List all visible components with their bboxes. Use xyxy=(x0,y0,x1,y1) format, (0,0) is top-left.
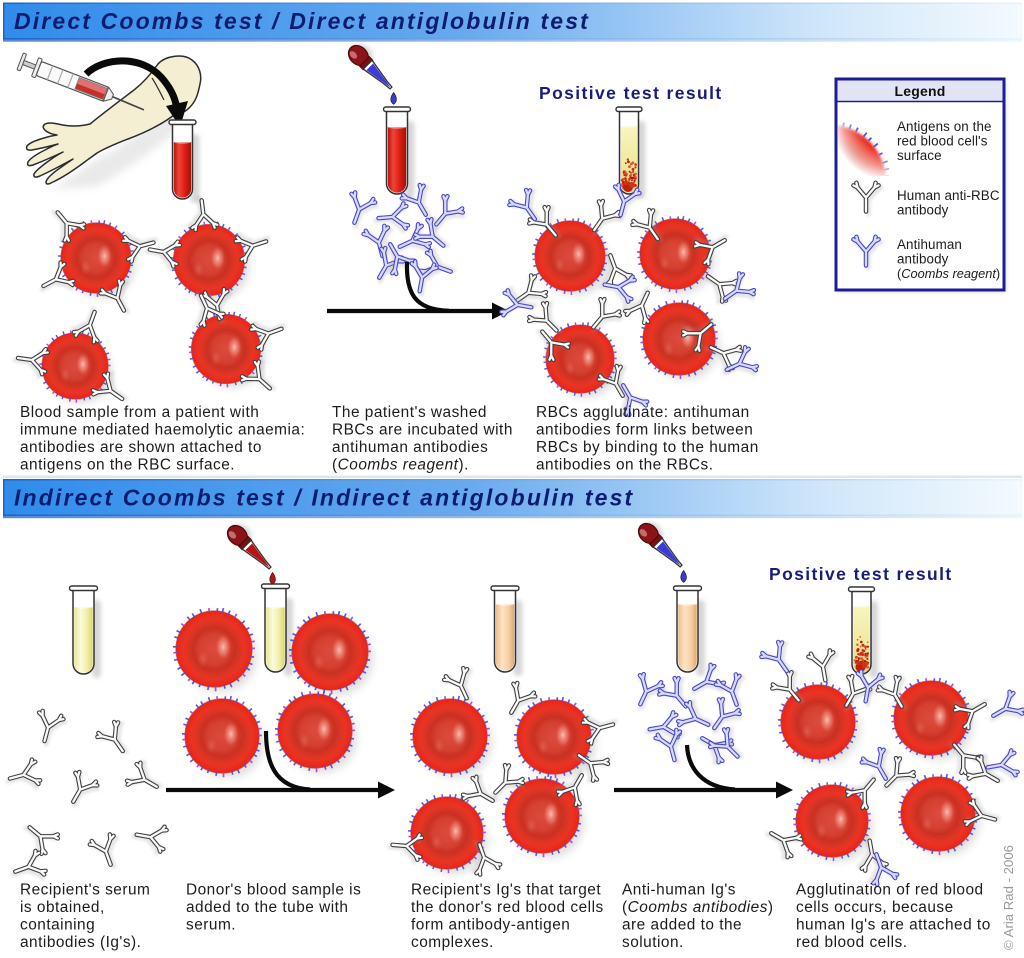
svg-text:complexes.: complexes. xyxy=(411,934,494,951)
svg-text:cells occurs, because: cells occurs, because xyxy=(796,899,954,916)
svg-text:Recipient's Ig's that target: Recipient's Ig's that target xyxy=(411,882,601,899)
svg-text:(Coombs reagent).: (Coombs reagent). xyxy=(332,457,469,474)
svg-text:antibodies are shown attached: antibodies are shown attached to xyxy=(20,439,262,456)
svg-text:added to the tube with: added to the tube with xyxy=(186,899,348,916)
svg-text:Positive test result: Positive test result xyxy=(769,564,953,584)
svg-text:human Ig's are attached to: human Ig's are attached to xyxy=(796,917,991,934)
svg-text:form antibody-antigen: form antibody-antigen xyxy=(411,917,570,934)
svg-text:© Aria Rad - 2006: © Aria Rad - 2006 xyxy=(1001,845,1016,950)
svg-text:Direct Coombs test / Direct an: Direct Coombs test / Direct antiglobulin… xyxy=(14,8,590,34)
svg-text:is obtained,: is obtained, xyxy=(20,899,105,916)
svg-text:Donor's blood sample is: Donor's blood sample is xyxy=(186,882,361,899)
svg-text:(Coombs antibodies): (Coombs antibodies) xyxy=(622,899,774,916)
svg-text:Blood sample from a patient wi: Blood sample from a patient with xyxy=(20,404,259,421)
svg-text:Antihuman: Antihuman xyxy=(897,237,962,252)
svg-text:RBCs by binding to the human: RBCs by binding to the human xyxy=(536,439,759,456)
svg-text:Anti-human Ig's: Anti-human Ig's xyxy=(622,882,736,899)
svg-text:Agglutination of red blood: Agglutination of red blood xyxy=(796,882,984,899)
svg-text:Antigens on the: Antigens on the xyxy=(897,119,992,134)
svg-text:surface: surface xyxy=(897,148,942,163)
svg-text:red blood cell's: red blood cell's xyxy=(897,134,988,149)
svg-text:Legend: Legend xyxy=(895,83,946,99)
svg-text:solution.: solution. xyxy=(622,934,684,951)
svg-text:the donor's red blood cells: the donor's red blood cells xyxy=(411,899,604,916)
svg-text:immune mediated haemolytic ana: immune mediated haemolytic anaemia: xyxy=(20,422,305,439)
svg-text:Human anti-RBC: Human anti-RBC xyxy=(897,188,1000,203)
svg-text:Positive test result: Positive test result xyxy=(539,83,723,103)
svg-text:antibodies on the RBCs.: antibodies on the RBCs. xyxy=(536,457,713,474)
svg-text:antigens on the RBC surface.: antigens on the RBC surface. xyxy=(20,457,235,474)
svg-text:Indirect Coombs test / Indirec: Indirect Coombs test / Indirect antiglob… xyxy=(14,485,634,511)
svg-text:containing: containing xyxy=(20,917,95,934)
svg-text:(Coombs reagent): (Coombs reagent) xyxy=(897,266,1000,281)
svg-text:antibody: antibody xyxy=(897,252,949,267)
svg-text:The patient's washed: The patient's washed xyxy=(332,404,487,421)
svg-text:red blood cells.: red blood cells. xyxy=(796,934,908,951)
svg-text:RBCs are incubated with: RBCs are incubated with xyxy=(332,422,513,439)
svg-text:serum.: serum. xyxy=(186,917,236,934)
svg-text:antihuman antibodies: antihuman antibodies xyxy=(332,439,488,456)
svg-text:antibodies (Ig's).: antibodies (Ig's). xyxy=(20,934,141,951)
svg-text:Recipient's serum: Recipient's serum xyxy=(20,882,150,899)
svg-text:RBCs agglutinate: antihuman: RBCs agglutinate: antihuman xyxy=(536,404,750,421)
svg-text:antibody: antibody xyxy=(897,203,949,218)
svg-text:antibodies form links between: antibodies form links between xyxy=(536,422,753,439)
svg-text:are added to the: are added to the xyxy=(622,917,742,934)
